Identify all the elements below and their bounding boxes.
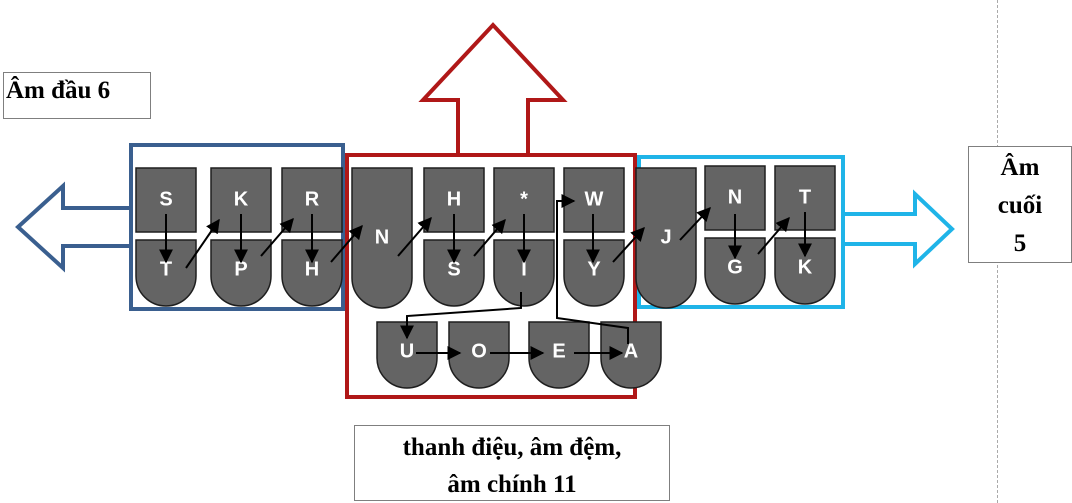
key-center-bottom-2 — [563, 239, 625, 307]
key-left-bottom-1-label: P — [234, 258, 247, 280]
arrow-N-H — [397, 216, 432, 257]
arrow-P-R — [260, 217, 294, 257]
key-left-top-0-label: S — [159, 188, 172, 210]
initial-consonant-group-outline — [129, 143, 345, 311]
key-center-top-1-label: * — [520, 188, 528, 210]
key-right-tall — [635, 167, 697, 309]
key-center-bottom-2-label: Y — [587, 258, 601, 280]
arrow-Y-J — [612, 226, 645, 263]
key-right-top-1-label: T — [799, 186, 811, 208]
tone-vowel-group-outline — [345, 153, 637, 399]
middle-label-line-1: thanh điệu, âm đệm, — [402, 434, 622, 461]
key-left-bottom-2 — [281, 239, 343, 307]
key-center-tall-label: N — [375, 226, 389, 248]
key-center-bottom-0 — [423, 239, 485, 307]
stroke-order-arrows — [159, 194, 812, 360]
middle-label-line-2: âm chính 11 — [447, 471, 577, 498]
right-direction-arrow — [843, 189, 955, 269]
final-label-line-2: cuối — [997, 192, 1043, 219]
key-left-bottom-0 — [135, 239, 197, 307]
key-vowel-2-label: E — [552, 340, 565, 362]
arrow-G-T — [757, 216, 790, 255]
key-center-tall — [351, 167, 413, 309]
final-label-line-3: 5 — [1013, 230, 1027, 257]
up-direction-arrow — [418, 22, 568, 155]
key-left-bottom-0-label: T — [160, 258, 172, 280]
key-vowel-3 — [600, 321, 662, 389]
key-vowel-2 — [528, 321, 590, 389]
arrow-S-star — [473, 218, 506, 257]
key-right-bottom-0 — [704, 237, 766, 305]
key-center-bottom-1 — [493, 239, 555, 307]
key-center-top-2-label: W — [585, 188, 604, 210]
initial-consonant-label: Âm đầu 6 — [3, 72, 151, 119]
key-vowel-0 — [376, 321, 438, 389]
key-right-bottom-1-label: K — [798, 256, 813, 278]
key-right-bottom-1 — [774, 237, 836, 305]
arrow-H-N — [330, 224, 363, 263]
key-vowel-1-label: O — [471, 340, 487, 362]
arrow-I-U — [400, 292, 522, 340]
arrow-T-K — [185, 218, 220, 269]
key-right-tall-label: J — [660, 226, 671, 248]
key-left-bottom-1 — [210, 239, 272, 307]
key-left-top-1-label: K — [234, 188, 249, 210]
key-center-bottom-0-label: S — [447, 258, 460, 280]
key-vowel-1 — [448, 321, 510, 389]
key-center-top-0-label: H — [447, 188, 461, 210]
left-direction-arrow — [15, 181, 131, 273]
arrow-A-W — [556, 194, 629, 344]
final-consonant-label: Âm cuối 5 — [968, 146, 1072, 263]
arrow-J-N — [679, 206, 711, 241]
initial-consonant-text: Âm đầu 6 — [6, 77, 111, 104]
key-left-bottom-2-label: H — [305, 258, 319, 280]
key-left-top-2-label: R — [305, 188, 320, 210]
key-vowel-0-label: U — [400, 340, 414, 362]
tone-vowel-label: thanh điệu, âm đệm, âm chính 11 — [354, 425, 670, 501]
key-right-top-0-label: N — [728, 186, 742, 208]
key-vowel-3-label: A — [624, 340, 638, 362]
key-right-bottom-0-label: G — [727, 256, 743, 278]
final-label-line-1: Âm — [1000, 154, 1040, 181]
key-center-bottom-1-label: I — [521, 258, 527, 280]
